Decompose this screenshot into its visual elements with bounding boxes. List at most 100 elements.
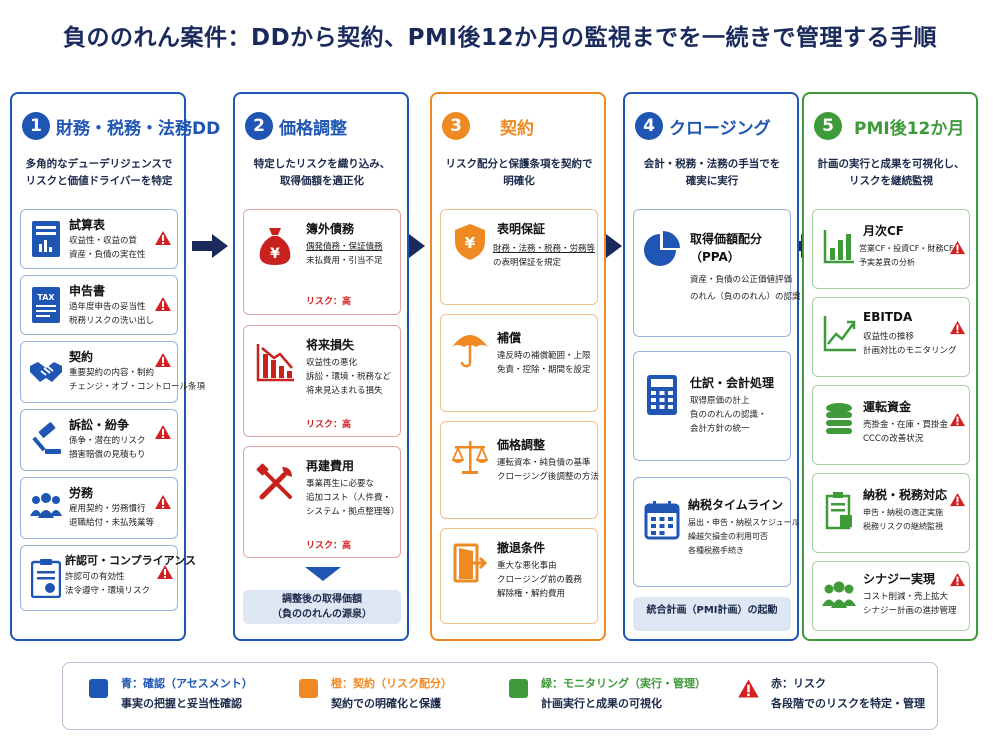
legend-swatch-blue [89, 679, 108, 698]
svg-text:TAX: TAX [37, 293, 55, 302]
card-desc: 取得原価の計上負ののれんの認識・会計方針の統一 [690, 396, 767, 434]
card-title: 価格調整 [497, 438, 546, 452]
card-desc: コスト削減・売上拡大シナジー計画の進捗管理 [863, 592, 957, 616]
risk-warning-icon [155, 231, 171, 245]
card-title: 納税・税務対応 [863, 488, 948, 502]
closing-card-journal: 仕訳・会計処理 取得原価の計上負ののれんの認識・会計方針の統一 [633, 351, 791, 461]
card-title: 取得価額配分（PPA） [690, 232, 763, 264]
contract-card-price-adjustment: 価格調整 運転資本・純負債の基準クロージング後調整の方法 [440, 421, 599, 519]
step-column-dd: 1 財務・税務・法務DD 多角的なデューデリジェンスでリスクと価値ドライバーを特… [10, 92, 220, 641]
card-desc: 重大な悪化事由クロージング前の義務解除権・解約費用 [497, 561, 582, 599]
card-title: 補償 [497, 331, 522, 345]
card-desc: 事業再生に必要な追加コスト（人件費・システム・拠点整理等） [306, 479, 400, 517]
price-card-future-loss: 将来損失 収益性の悪化訴訟・環境・税務など将来見込まれる損失 リスク：高 [243, 325, 401, 437]
legend-swatch-orange [299, 679, 318, 698]
risk-warning-icon [950, 572, 965, 587]
card-desc: 届出・申告・納税スケジュール繰越欠損金の利用可否各種税務手続き [688, 518, 800, 555]
pie-chart-icon [644, 231, 680, 266]
risk-warning-icon [738, 679, 759, 698]
legend-swatch-green [509, 679, 528, 698]
dd-card-trial-balance: 試算表 収益性・収益の質資産・負債の実在性 [20, 209, 178, 269]
card-desc: 申告・納税の適正実施税務リスクの継続監視 [863, 508, 943, 531]
step-column-closing: 4 クロージング 会計・税務・法務の手当でを確実に実行 取得価額配分（PPA） … [623, 92, 801, 641]
legend-desc: 各段階でのリスクを特定・管理 [771, 697, 925, 710]
gavel-icon [32, 422, 61, 454]
legend-desc: 事実の把握と妥当性確認 [121, 697, 242, 710]
card-title: 許認可・コンプライアンス [65, 554, 197, 567]
tools-icon [256, 463, 292, 500]
step-header: 4 クロージング [625, 110, 797, 142]
step-number: 3 [442, 112, 470, 140]
card-title: 契約 [69, 350, 94, 364]
card-title: シナジー実現 [863, 572, 936, 586]
contract-card-exit-conditions: 撤退条件 重大な悪化事由クロージング前の義務解除権・解約費用 [440, 528, 598, 624]
legend-title: 青：確認（アセスメント） [121, 677, 253, 690]
card-desc: 資産・負債の公正価値評価のれん（負ののれん）の認識 [690, 275, 801, 302]
team-icon [822, 581, 856, 608]
step-column-price-adjustment: 2 価格調整 特定したリスクを織り込み、取得価額を適正化 ¥ 簿外債務 偶発債務… [233, 92, 409, 641]
step-header: 3 契約 [432, 110, 604, 142]
pmi-plan-launch-note: 統合計画（PMI計画）の起動 [633, 597, 791, 631]
contract-card-indemnity: 補償 違反時の補償範囲・上限免責・控除・期間を設定 [440, 314, 598, 412]
card-desc: 違反時の補償範囲・上限免責・控除・期間を設定 [497, 351, 591, 375]
tax-document-icon: TAX [32, 287, 60, 323]
svg-text:¥: ¥ [270, 246, 280, 262]
card-title: 仕訳・会計処理 [690, 376, 775, 390]
card-title: 試算表 [69, 218, 106, 232]
umbrella-icon [452, 335, 488, 368]
legend-desc: 契約での明確化と保護 [331, 697, 441, 710]
card-title: 簿外債務 [306, 222, 355, 236]
svg-text:¥: ¥ [465, 234, 476, 252]
closing-card-ppa: 取得価額配分（PPA） 資産・負債の公正価値評価のれん（負ののれん）の認識 [633, 209, 801, 337]
card-desc: 係争・潜在的リスク損害賠償の見積もり [69, 436, 146, 460]
down-arrow-icon [305, 567, 341, 581]
tax-building-icon [825, 492, 852, 530]
risk-warning-icon [155, 353, 171, 367]
shield-yen-icon: ¥ [455, 224, 485, 260]
step-title: 価格調整 [279, 119, 347, 139]
legend-title: 橙：契約（リスク配分） [331, 677, 452, 690]
card-title: 再建費用 [306, 459, 355, 473]
risk-warning-icon [950, 320, 965, 335]
step-title: PMI後12か月 [854, 119, 965, 139]
card-desc: 収益性の悪化訴訟・環境・税務など将来見込まれる損失 [306, 358, 392, 396]
flow-arrow-1-2 [192, 234, 228, 258]
card-desc: 収益性・収益の質資産・負債の実在性 [69, 236, 146, 260]
card-desc: 雇用契約・労務慣行退職給付・未払残業等 [69, 504, 155, 528]
risk-level-label: リスク：高 [306, 420, 352, 430]
risk-level-label: リスク：高 [306, 297, 352, 307]
step-number: 5 [814, 112, 842, 140]
money-bag-icon: ¥ [259, 228, 291, 265]
risk-warning-icon [950, 492, 965, 507]
step-column-pmi: 5 PMI後12か月 計画の実行と成果を可視化し、リスクを継続監視 月次CF 営… [802, 92, 978, 641]
spreadsheet-icon [32, 221, 60, 257]
pmi-card-ebitda: EBITDA 収益性の推移計画対比のモニタリング [812, 297, 970, 377]
handshake-icon [30, 362, 62, 382]
card-desc: 過年度申告の妥当性税務リスクの洗い出し [69, 302, 155, 326]
card-title: 納税タイムライン [688, 498, 784, 512]
price-card-off-balance: ¥ 簿外債務 偶発債務・保証債務未払費用・引当不足 リスク：高 [243, 209, 401, 315]
page-title: 負ののれん案件：DDから契約、PMI後12か月の監視までを一続きで管理する手順 [63, 25, 937, 51]
card-desc: 偶発債務・保証債務未払費用・引当不足 [306, 242, 383, 266]
legend-title: 赤：リスク [771, 677, 826, 690]
people-icon [30, 493, 62, 518]
card-desc: 許認可の有効性法令遵守・環境リスク [65, 572, 151, 596]
card-title: 運転資金 [863, 400, 912, 414]
legend-desc: 計画実行と成果の可視化 [541, 697, 662, 710]
card-title: 労務 [69, 486, 94, 500]
card-title: 表明保証 [497, 222, 546, 236]
step-title: 財務・税務・法務DD [56, 119, 221, 139]
pmi-card-synergy: シナジー実現 コスト削減・売上拡大シナジー計画の進捗管理 [812, 561, 970, 631]
risk-warning-icon [157, 565, 173, 579]
risk-warning-icon [155, 297, 171, 311]
step-description: 多角的なデューデリジェンスでリスクと価値ドライバーを特定 [25, 158, 173, 187]
card-title: EBITDA [863, 310, 913, 324]
legend: 青：確認（アセスメント） 事実の把握と妥当性確認 橙：契約（リスク配分） 契約で… [62, 662, 938, 730]
price-card-restructuring: 再建費用 事業再生に必要な追加コスト（人件費・システム・拠点整理等） リスク：高 [243, 446, 401, 558]
line-chart-icon [823, 316, 856, 352]
dd-card-litigation: 訴訟・紛争 係争・潜在的リスク損害賠償の見積もり [20, 409, 178, 471]
card-title: 撤退条件 [497, 541, 546, 555]
